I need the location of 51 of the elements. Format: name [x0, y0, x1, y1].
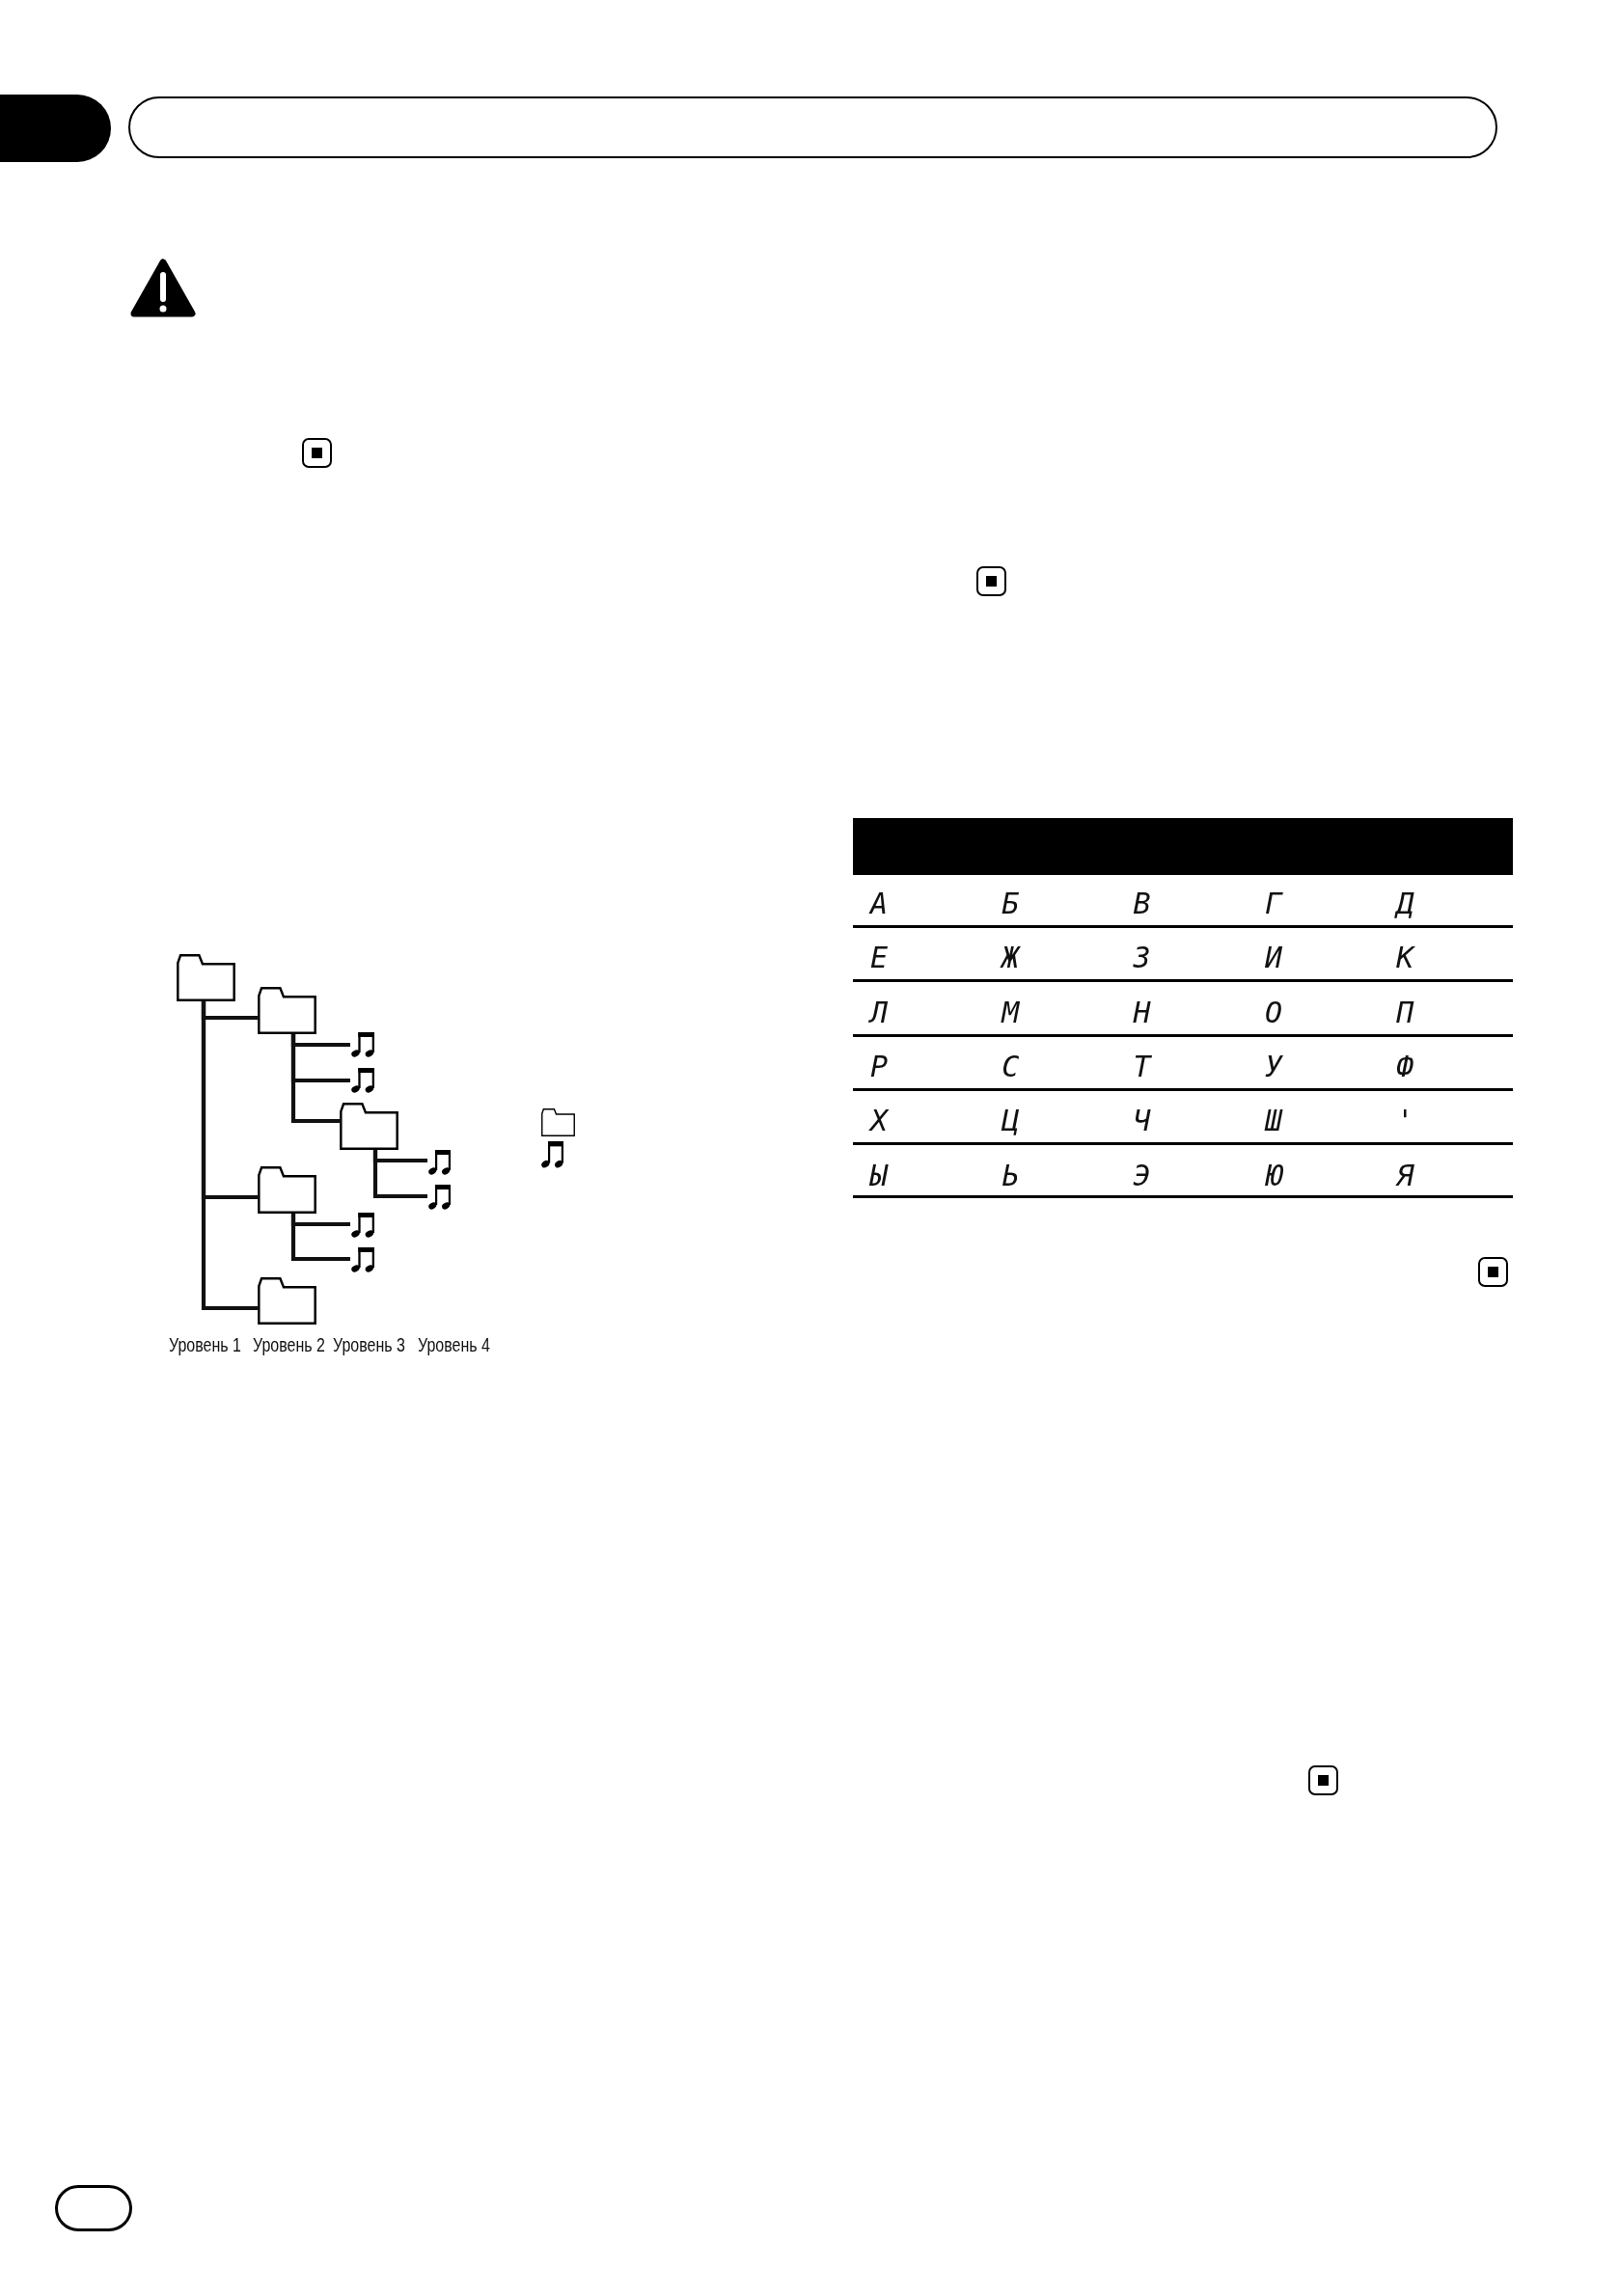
display-character: Ш [1264, 1106, 1282, 1137]
display-character: И [1264, 943, 1282, 974]
display-character: М [1002, 997, 1020, 1028]
tree-connector [372, 1150, 427, 1199]
music-note-icon [540, 1141, 563, 1168]
tree-connector [290, 1034, 340, 1124]
tree-connector [201, 1001, 258, 1311]
display-character: Ы [870, 1160, 889, 1191]
music-note-icon [350, 1032, 374, 1057]
folder-icon [340, 1103, 398, 1150]
display-character: Н [1133, 997, 1151, 1028]
display-character: ' [1396, 1106, 1414, 1137]
display-character: Ю [1264, 1160, 1282, 1191]
music-note-icon [427, 1150, 451, 1175]
display-character: Я [1396, 1160, 1414, 1191]
music-note-icon [350, 1213, 374, 1238]
folder-icon [258, 987, 316, 1034]
folder-icon [177, 954, 235, 1001]
display-character: Т [1133, 1051, 1151, 1082]
display-character: Л [870, 997, 889, 1028]
level-label: Уровень 1 [169, 1334, 241, 1355]
music-note-icon [427, 1185, 451, 1210]
display-character: Ч [1133, 1106, 1151, 1137]
display-character: Е [870, 943, 889, 974]
display-character: Д [1396, 888, 1414, 919]
display-character: П [1396, 997, 1414, 1028]
display-character: К [1396, 943, 1414, 974]
display-character: Э [1133, 1160, 1151, 1191]
display-character: С [1002, 1051, 1020, 1082]
tree-connector [290, 1214, 350, 1262]
display-character: А [870, 888, 889, 919]
display-character: О [1264, 997, 1282, 1028]
display-character: З [1133, 943, 1151, 974]
level-label: Уровень 2 [253, 1334, 325, 1355]
music-note-icon [350, 1068, 374, 1093]
display-character: Р [870, 1051, 889, 1082]
display-character: Г [1264, 888, 1282, 919]
display-character: У [1264, 1051, 1282, 1082]
folder-icon [258, 1277, 316, 1325]
level-label: Уровень 4 [418, 1334, 490, 1355]
folder-icon [258, 1166, 316, 1214]
music-note-icon [350, 1247, 374, 1272]
display-character: Ь [1002, 1160, 1020, 1191]
display-character: В [1133, 888, 1151, 919]
level-label: Уровень 3 [333, 1334, 405, 1355]
display-character: Х [870, 1106, 889, 1137]
display-character: Ц [1002, 1106, 1020, 1137]
display-character: Ф [1396, 1051, 1414, 1082]
folder-icon [541, 1108, 575, 1136]
display-character: Ж [1002, 943, 1020, 974]
display-character: Б [1002, 888, 1020, 919]
